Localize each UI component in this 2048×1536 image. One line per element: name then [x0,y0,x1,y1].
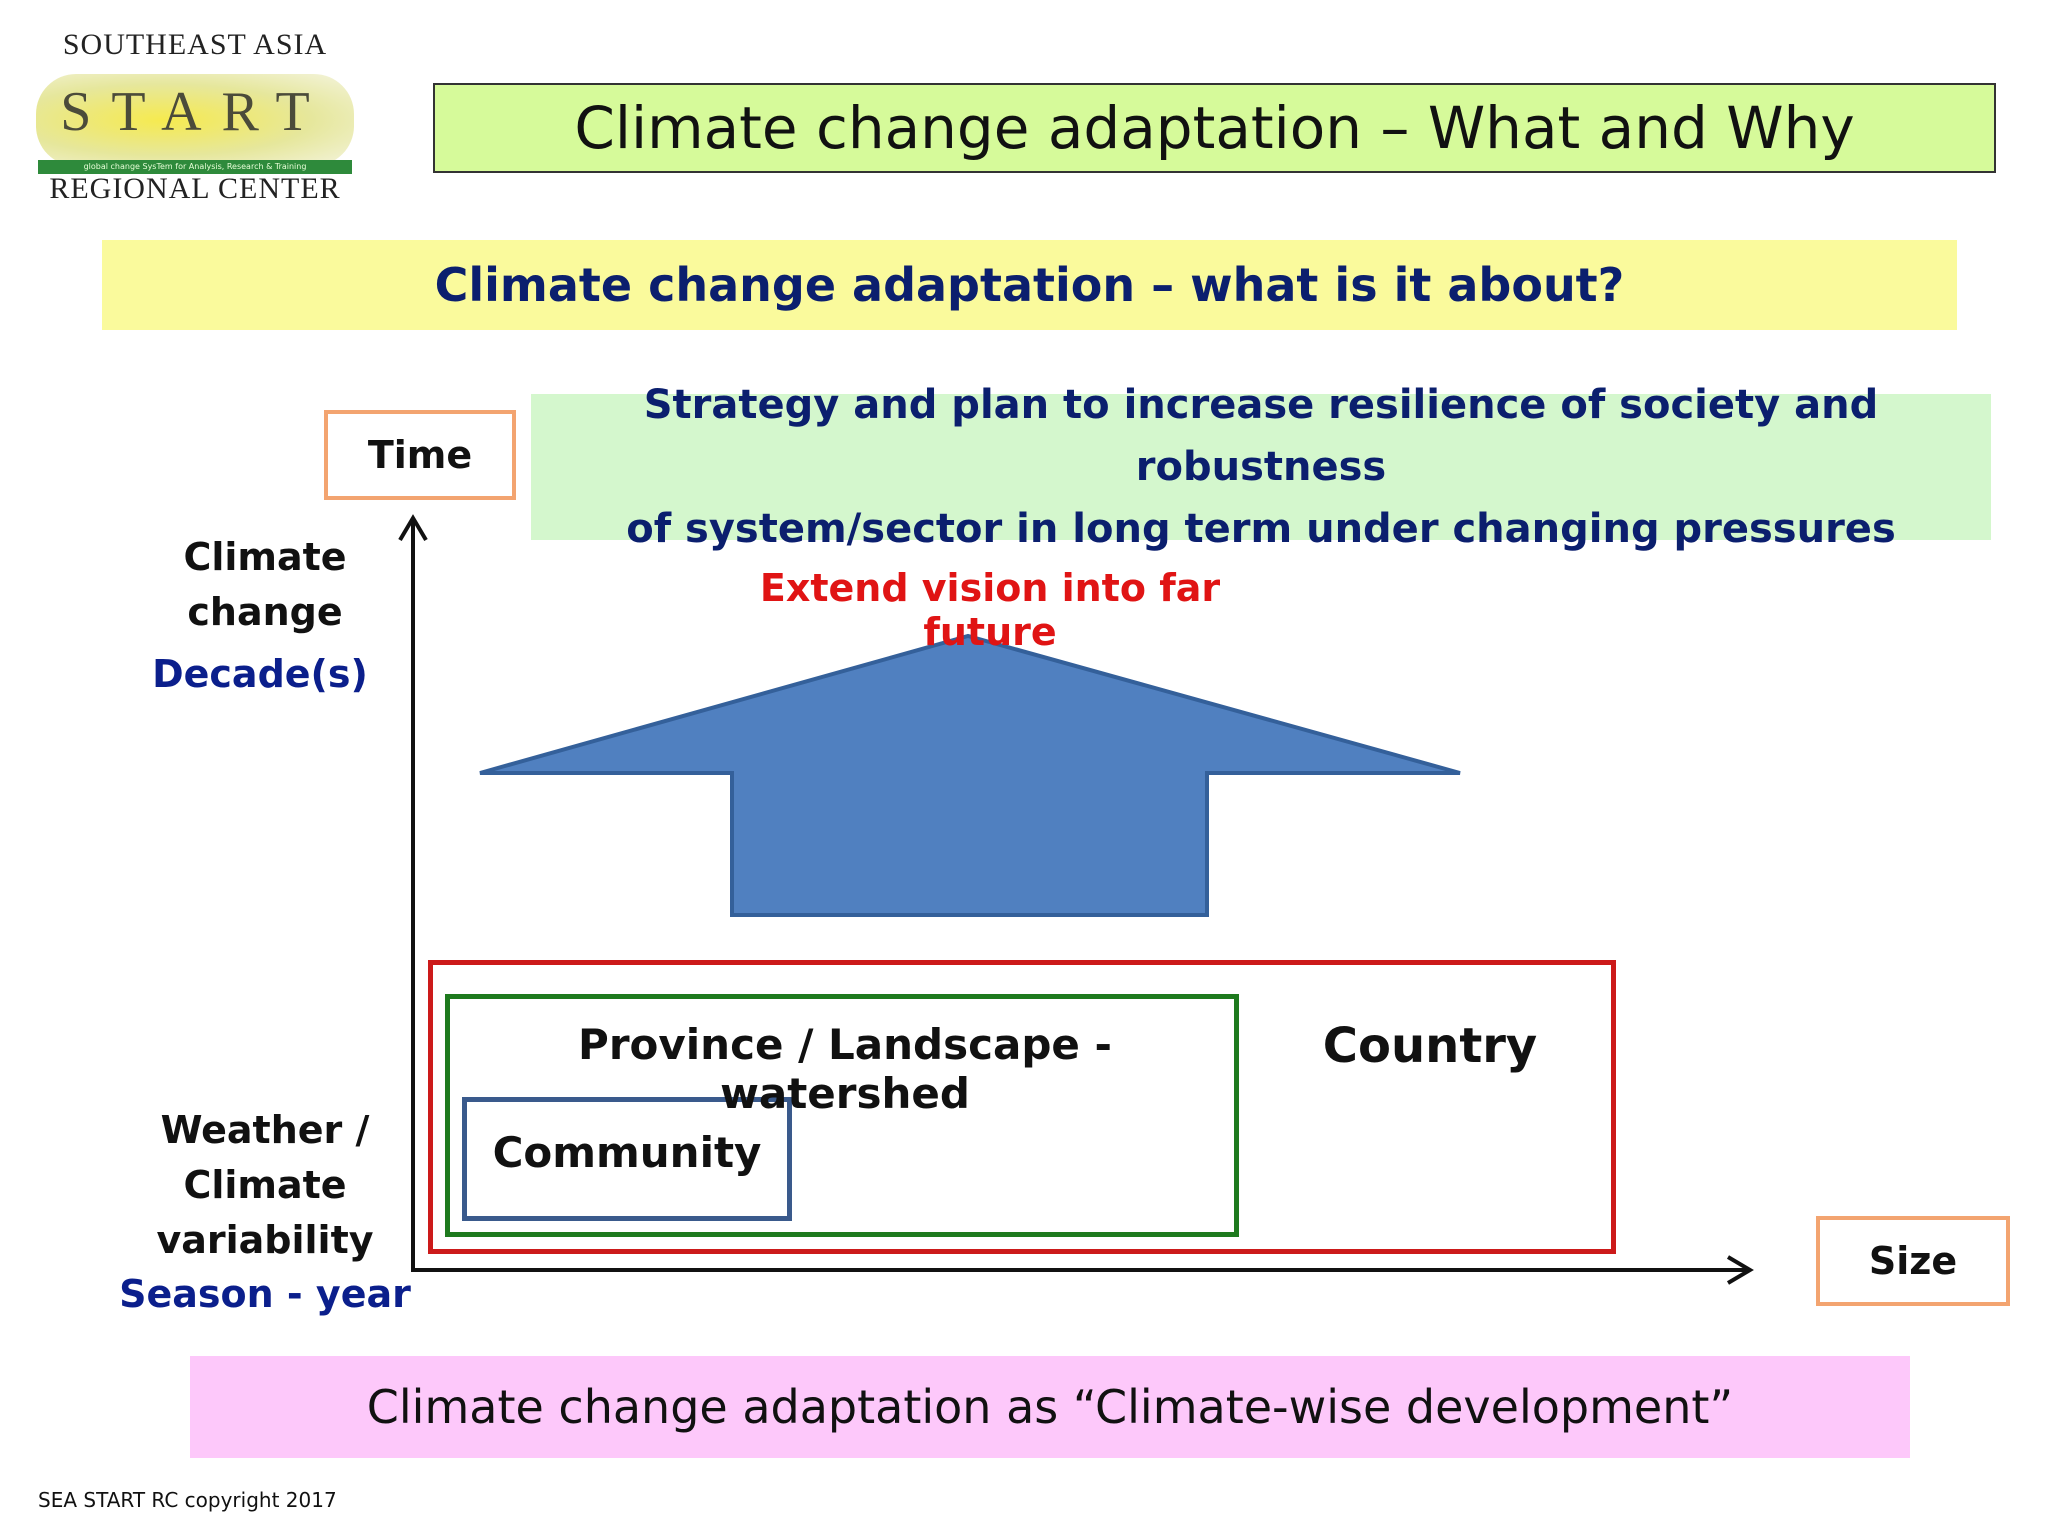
logo-top-text: SOUTHEAST ASIA [62,28,328,61]
country-box [428,960,1616,1254]
start-logo: SOUTHEAST ASIA START global change SysTe… [30,22,360,212]
province-box [445,994,1239,1237]
slide-title: Climate change adaptation – What and Why [433,83,1996,173]
country-label: Country [1322,1018,1538,1074]
time-axis-label: Time [324,410,516,500]
climate-change-label: Climate change [150,530,380,640]
community-box [462,1097,792,1221]
bottom-banner: Climate change adaptation as “Climate-wi… [190,1356,1910,1458]
arrow-caption: Extend vision into far future [759,566,1221,654]
strategy-line-1: Strategy and plan to increase resilience… [643,382,1879,490]
weather-line-2: Climate [183,1163,347,1207]
weather-line-3: variability [156,1218,374,1262]
y-axis-line [398,514,428,1272]
up-arrow-shape [479,633,1461,917]
x-axis-line [413,1255,1754,1285]
weather-line-1: Weather / [160,1108,370,1152]
size-axis-label: Size [1816,1216,2010,1306]
logo-strip: global change SysTem for Analysis, Resea… [38,160,352,174]
strategy-box: Strategy and plan to increase resilience… [531,382,1991,552]
climate-change-line-1: Climate [183,535,347,579]
weather-variability-label: Weather / Climate variability [115,1103,415,1268]
community-label: Community [492,1128,762,1177]
slide-subtitle: Climate change adaptation – what is it a… [102,240,1957,330]
logo-letters: START [60,81,330,143]
logo-map-band [36,74,354,166]
logo-bottom-text: REGIONAL CENTER [49,172,341,205]
climate-change-line-2: change [187,590,343,634]
decades-label: Decade(s) [152,652,368,696]
strategy-line-2: of system/sector in long term under chan… [626,506,1896,552]
province-label: Province / Landscape - watershed [578,1020,1112,1118]
copyright-text: SEA START RC copyright 2017 [38,1488,337,1512]
season-year-label: Season - year [119,1272,411,1316]
